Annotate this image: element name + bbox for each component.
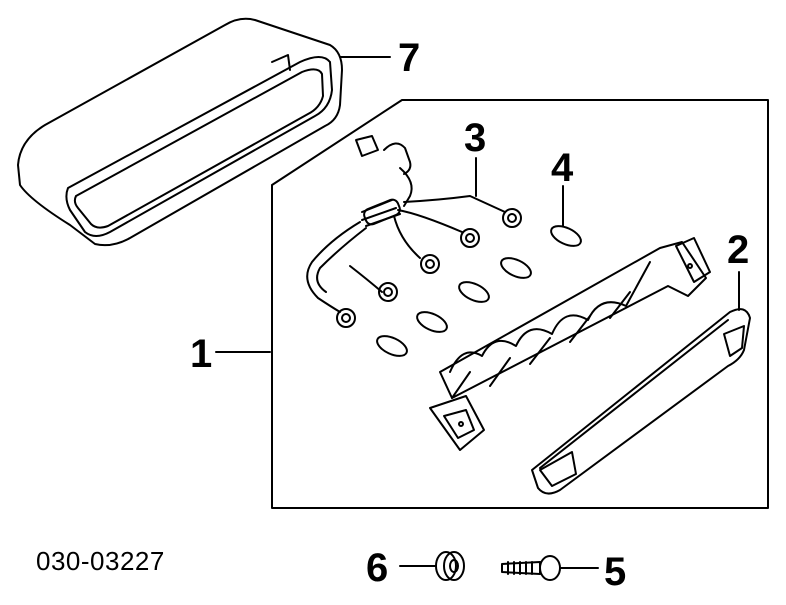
screw xyxy=(502,556,560,580)
bulb-socket xyxy=(421,255,439,273)
bulb-socket xyxy=(503,209,521,227)
callout-5: 5 xyxy=(604,550,627,594)
bulb-socket xyxy=(379,283,397,301)
callout-6: 6 xyxy=(366,546,389,590)
callout-7: 7 xyxy=(398,36,421,80)
wire-harness xyxy=(307,136,521,327)
part-number: 030-03227 xyxy=(36,546,165,576)
lamp-housing-cover xyxy=(18,19,342,245)
callout-3: 3 xyxy=(464,116,487,160)
grommet xyxy=(436,552,464,580)
assembly-frame xyxy=(272,100,768,508)
bulbs xyxy=(374,222,584,360)
reflector-base xyxy=(430,238,710,450)
bulb-socket xyxy=(461,229,479,247)
bulb-socket xyxy=(337,309,355,327)
callout-1: 1 xyxy=(190,332,213,376)
callout-4: 4 xyxy=(551,146,574,190)
callout-2: 2 xyxy=(727,228,750,272)
lamp-lens xyxy=(532,309,750,493)
